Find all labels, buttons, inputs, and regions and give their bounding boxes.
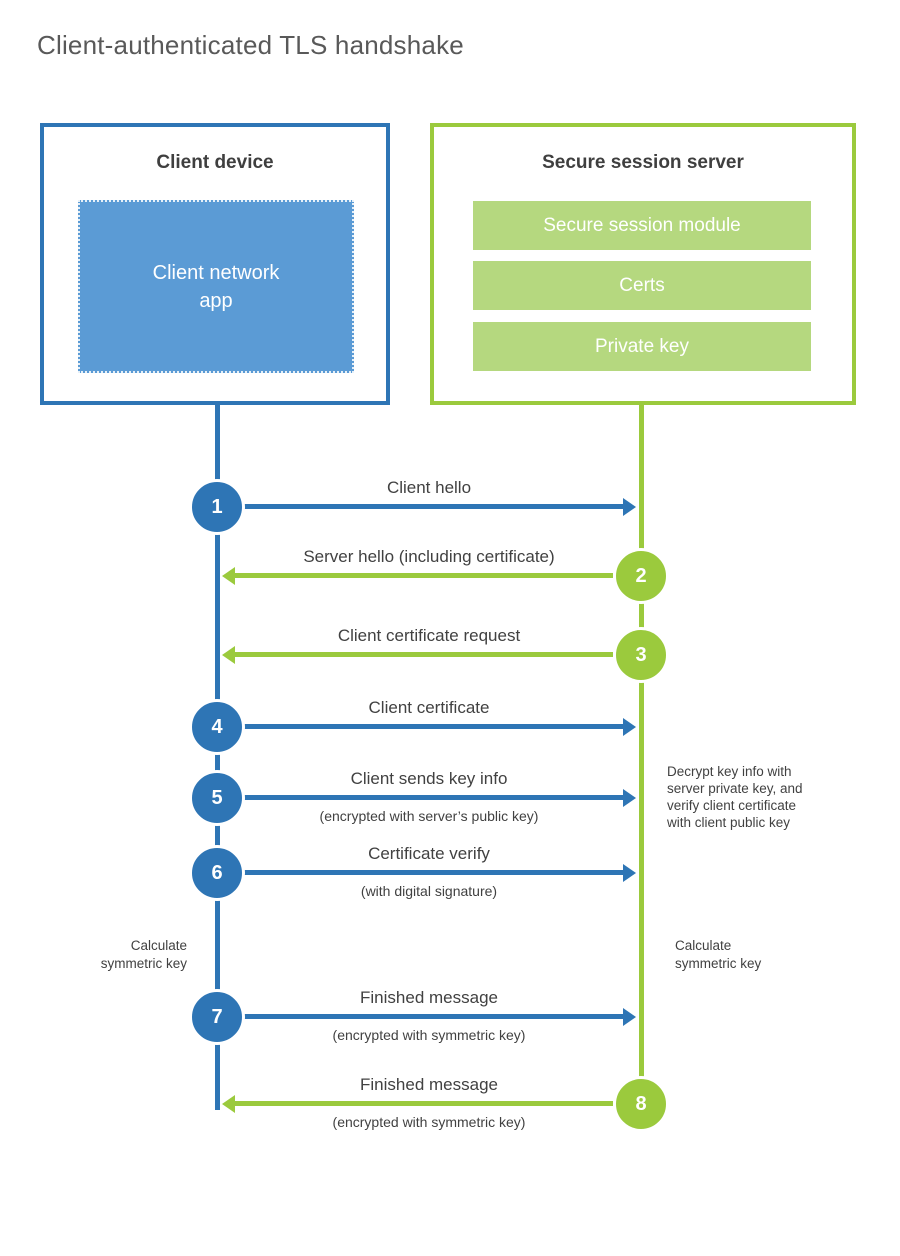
step-4-badge: 4 [189,699,245,755]
server-module-certs: Certs [473,261,811,310]
client-lifeline [215,404,220,1110]
server-title: Secure session server [542,152,744,173]
diagram-title: Client-authenticated TLS handshake [37,30,464,60]
server-module-label: Secure session module [543,214,741,236]
client-network-app-box: Client network app [78,200,354,373]
right-arrow [244,788,636,807]
step-3-label: Client certificate request [337,626,521,645]
client-device-box: Client device Client network app [40,123,390,405]
step-6-label: Certificate verify [368,844,490,863]
step-2-badge: 2 [613,548,669,604]
step-6-badge: 6 [189,845,245,901]
server-module-label: Private key [595,335,689,357]
server-calculate-note: Calculate symmetric key [675,938,762,971]
step-5-badge: 5 [189,770,245,826]
step-1-label: Client hello [386,478,472,497]
right-arrow [244,863,636,882]
step-3-badge: 3 [613,627,669,683]
right-arrow [244,1007,636,1026]
step-8-label: Finished message [360,1075,498,1094]
step-7-sublabel: (encrypted with symmetric key) [332,1027,526,1043]
right-arrow [244,717,636,736]
server-module-label: Certs [619,274,665,296]
server-decrypt-note: Decrypt key info with server private key… [667,764,803,830]
server-module-secure-session: Secure session module [473,201,811,250]
secure-session-server-box: Secure session server Secure session mod… [430,123,856,405]
client-network-app-label: Client network app [152,261,280,312]
left-arrow [222,1094,613,1113]
step-5-label: Client sends key info [350,769,508,788]
step-6-sublabel: (with digital signature) [360,883,498,899]
server-lifeline [639,404,644,1130]
step-8-sublabel: (encrypted with symmetric key) [332,1114,526,1130]
step-7-label: Finished message [360,988,498,1007]
server-module-private-key: Private key [473,322,811,371]
step-4-label: Client certificate [368,698,490,717]
client-device-title: Client device [156,152,274,173]
left-arrow [222,566,613,585]
step-1-badge: 1 [189,479,245,535]
right-arrow [244,497,636,516]
step-2-label: Server hello (including certificate) [303,547,555,566]
client-calculate-note: Calculate symmetric key [100,938,187,971]
left-arrow [222,645,613,664]
step-5-sublabel: (encrypted with server’s public key) [319,808,539,824]
step-8-badge: 8 [613,1076,669,1132]
step-7-badge: 7 [189,989,245,1045]
